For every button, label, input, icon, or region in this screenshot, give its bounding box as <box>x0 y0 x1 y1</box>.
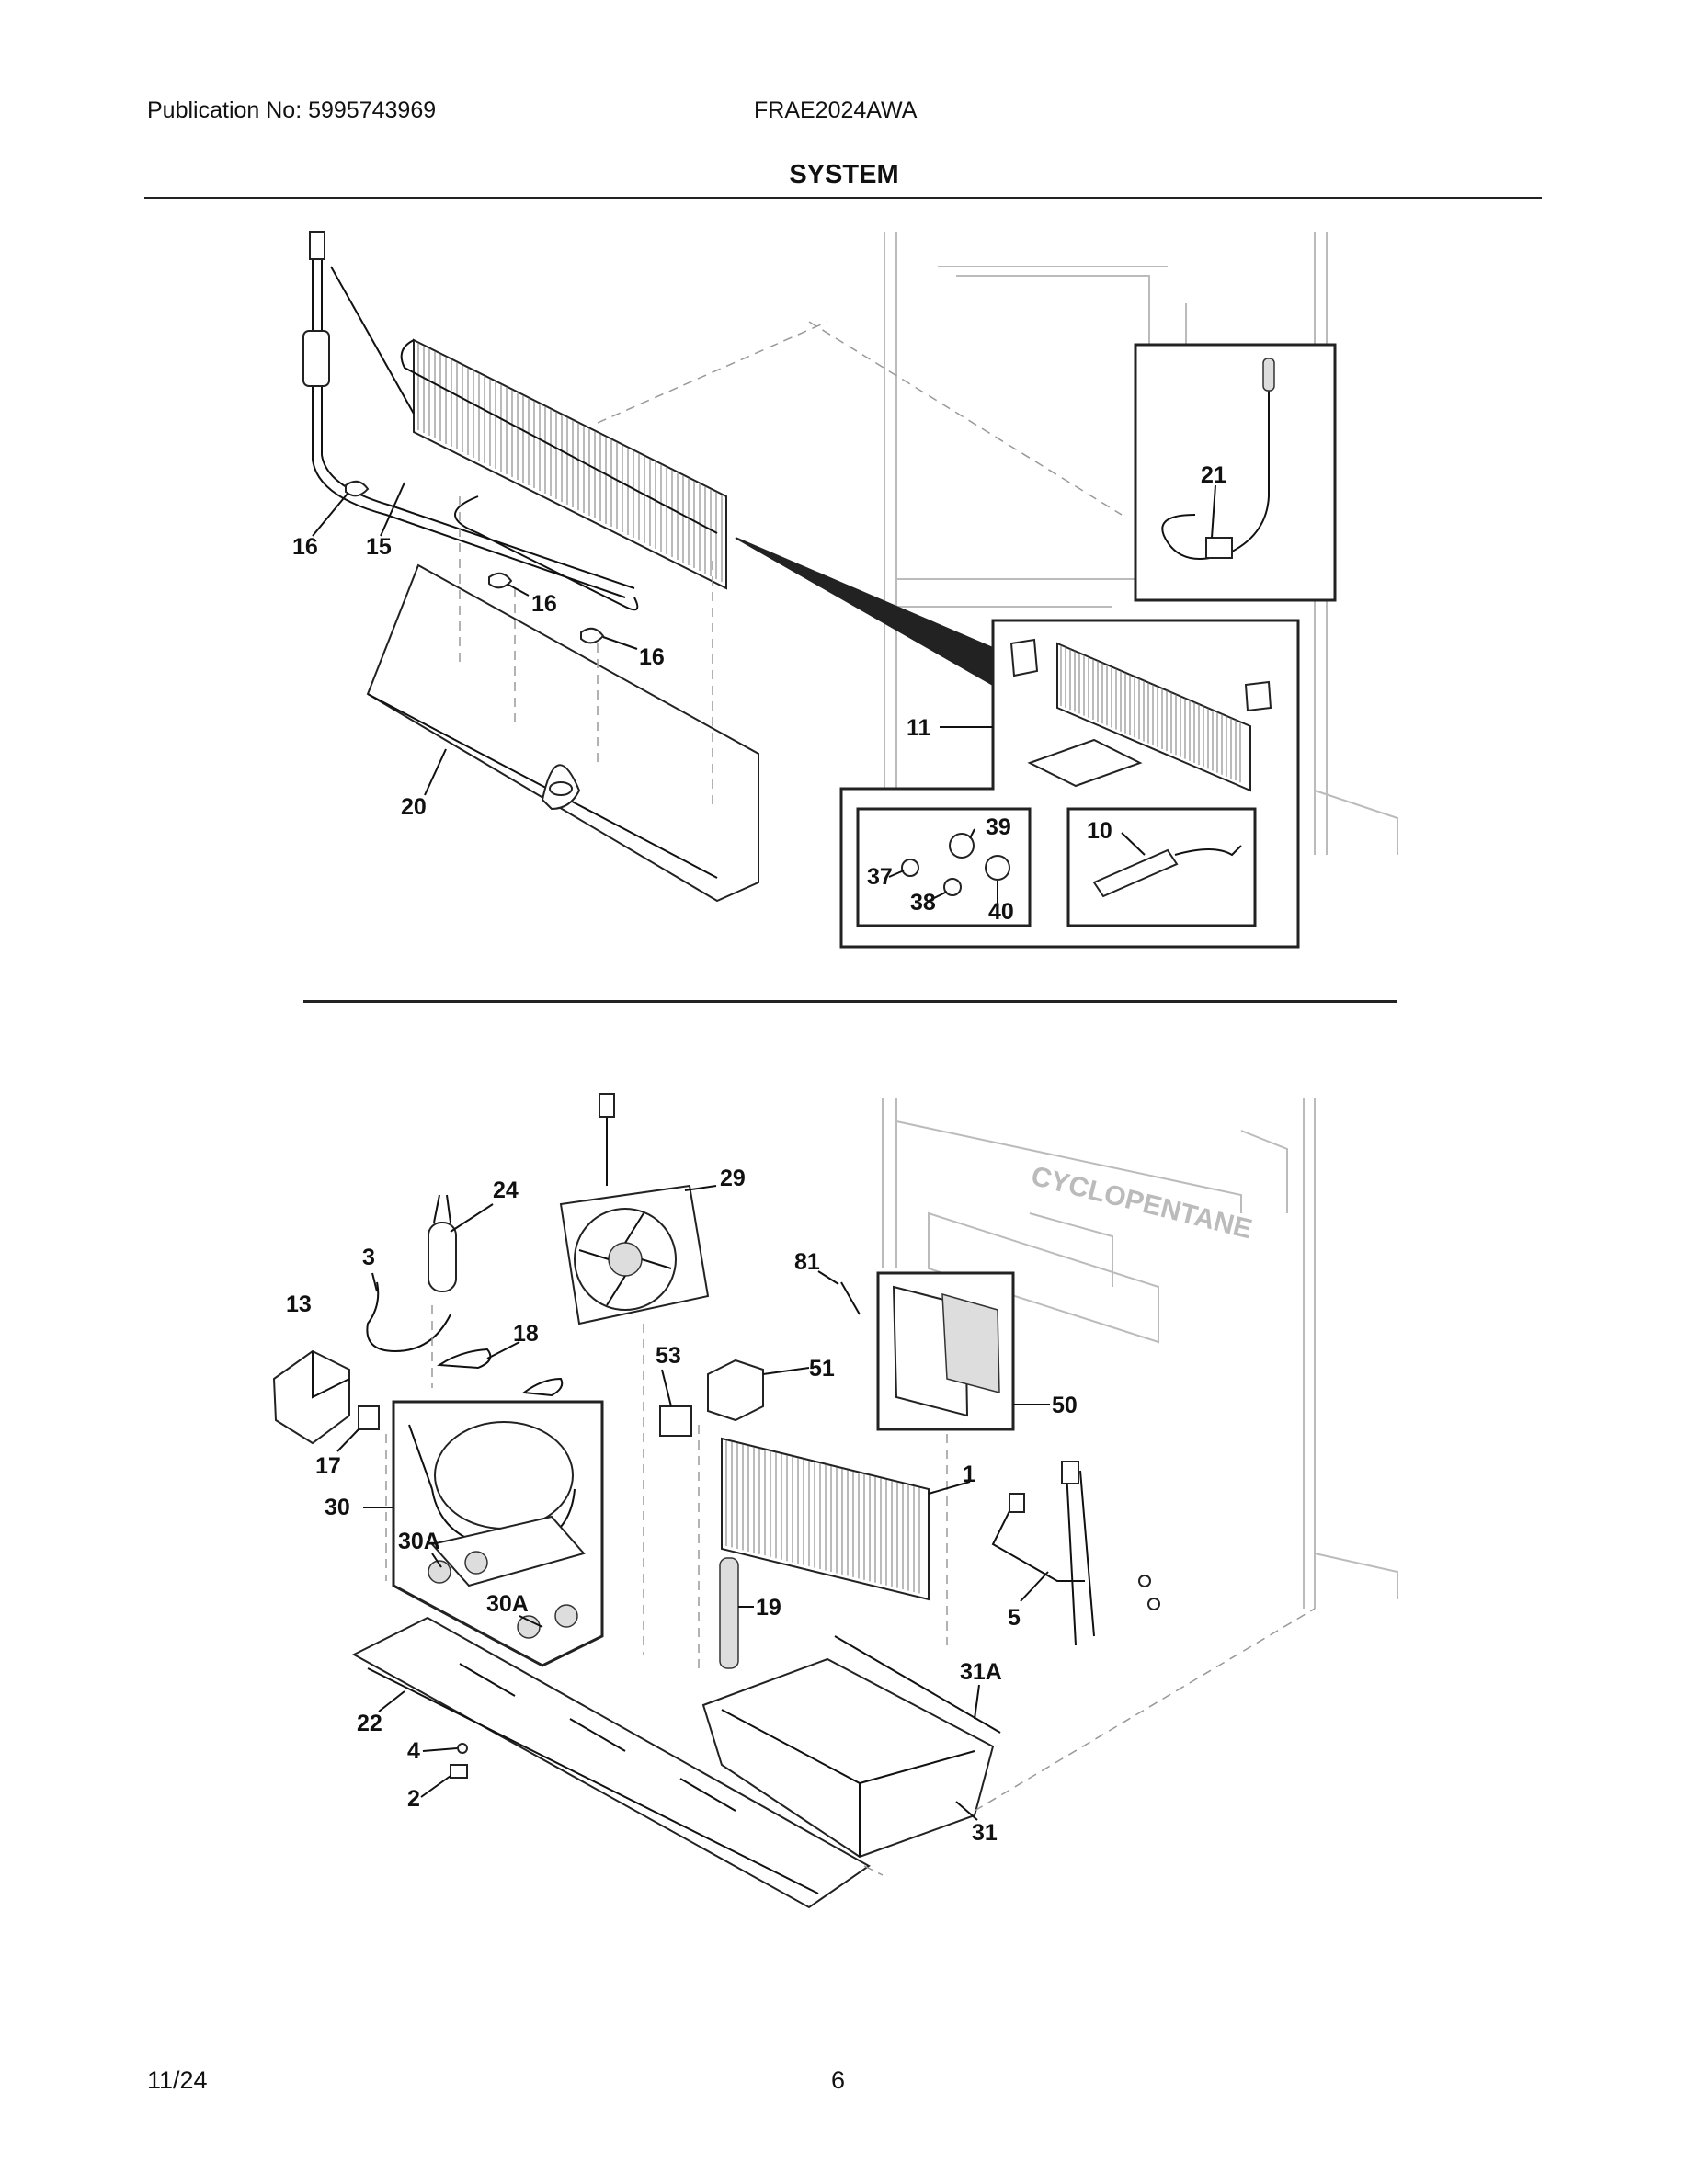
callout-11: 11 <box>907 715 931 741</box>
callout-19: 19 <box>756 1595 781 1621</box>
callout-15: 15 <box>366 534 392 560</box>
damper-bracket <box>659 1405 692 1437</box>
condenser-fan <box>559 1093 710 1325</box>
callout-5: 5 <box>1008 1605 1021 1631</box>
relay <box>358 1405 380 1430</box>
callouts-bottom: 24 29 3 13 18 81 53 51 50 17 30 1 30A 30… <box>286 1166 1078 1846</box>
screw <box>840 1281 861 1315</box>
callout-51: 51 <box>809 1356 835 1382</box>
callout-50: 50 <box>1052 1393 1078 1418</box>
grommet-kit-box <box>856 807 1032 927</box>
callout-3: 3 <box>362 1245 375 1270</box>
relay-cover <box>272 1349 350 1445</box>
sensor-box <box>1134 343 1337 602</box>
publication-number: Publication No: 5995743969 <box>147 97 437 123</box>
callout-2: 2 <box>407 1786 420 1812</box>
clip <box>521 1377 564 1397</box>
process-tube <box>366 1281 451 1353</box>
callout-31: 31 <box>972 1820 998 1846</box>
kit-leader-wedge <box>735 537 994 687</box>
footer-date: 11/24 <box>147 2066 208 2094</box>
bottom-guide-lines <box>385 1305 1316 1876</box>
compressor-box <box>392 1400 604 1667</box>
callout-21: 21 <box>1201 462 1226 488</box>
drain-pan <box>701 1657 995 1859</box>
evaporator-coil <box>302 231 727 611</box>
top-guide-lines <box>459 321 1123 809</box>
model-number: FRAE2024AWA <box>754 97 918 123</box>
callout-81: 81 <box>794 1249 820 1275</box>
callout-16: 16 <box>292 534 318 560</box>
callout-39: 39 <box>986 814 1011 840</box>
callout-31a: 31A <box>960 1659 1002 1685</box>
control-board-box <box>876 1271 1015 1431</box>
wire-harness <box>991 1461 1160 1646</box>
callout-53: 53 <box>656 1343 681 1369</box>
damper <box>707 1359 764 1422</box>
clip <box>437 1348 492 1370</box>
callout-24: 24 <box>493 1177 519 1203</box>
screw-4 <box>457 1743 468 1754</box>
callout-29: 29 <box>720 1166 746 1191</box>
tube-clip <box>345 480 605 644</box>
callout-1: 1 <box>963 1462 975 1487</box>
callouts-top: 16 15 16 16 20 11 21 39 37 38 40 10 <box>292 462 1226 925</box>
grommet-clip <box>450 1764 468 1779</box>
callout-13: 13 <box>286 1291 312 1317</box>
callout-20: 20 <box>401 794 427 820</box>
callout-10: 10 <box>1087 818 1112 844</box>
section-divider <box>303 1000 1397 1003</box>
page-title: SYSTEM <box>789 160 899 189</box>
base-plate <box>351 1616 871 1909</box>
capacitor <box>428 1194 457 1292</box>
leader-lines <box>312 482 1216 1821</box>
page-number: 6 <box>831 2066 846 2094</box>
callout-30a: 30A <box>398 1529 440 1554</box>
callout-18: 18 <box>513 1321 539 1347</box>
callout-37: 37 <box>867 864 893 890</box>
callout-38: 38 <box>910 890 936 916</box>
condenser-coil <box>721 1437 930 1601</box>
callout-30: 30 <box>325 1495 350 1520</box>
callout-22: 22 <box>357 1711 382 1736</box>
drain-strip <box>834 1635 1001 1734</box>
drain-hose <box>719 1557 739 1669</box>
drain-trough <box>366 563 759 903</box>
header-rule <box>144 197 1542 199</box>
callout-17: 17 <box>315 1453 341 1479</box>
callout-16: 16 <box>639 644 665 670</box>
callout-40: 40 <box>988 899 1014 925</box>
callout-4: 4 <box>407 1738 420 1764</box>
drier-box <box>1066 807 1257 927</box>
callout-16: 16 <box>531 591 557 617</box>
callout-30a: 30A <box>486 1591 529 1617</box>
